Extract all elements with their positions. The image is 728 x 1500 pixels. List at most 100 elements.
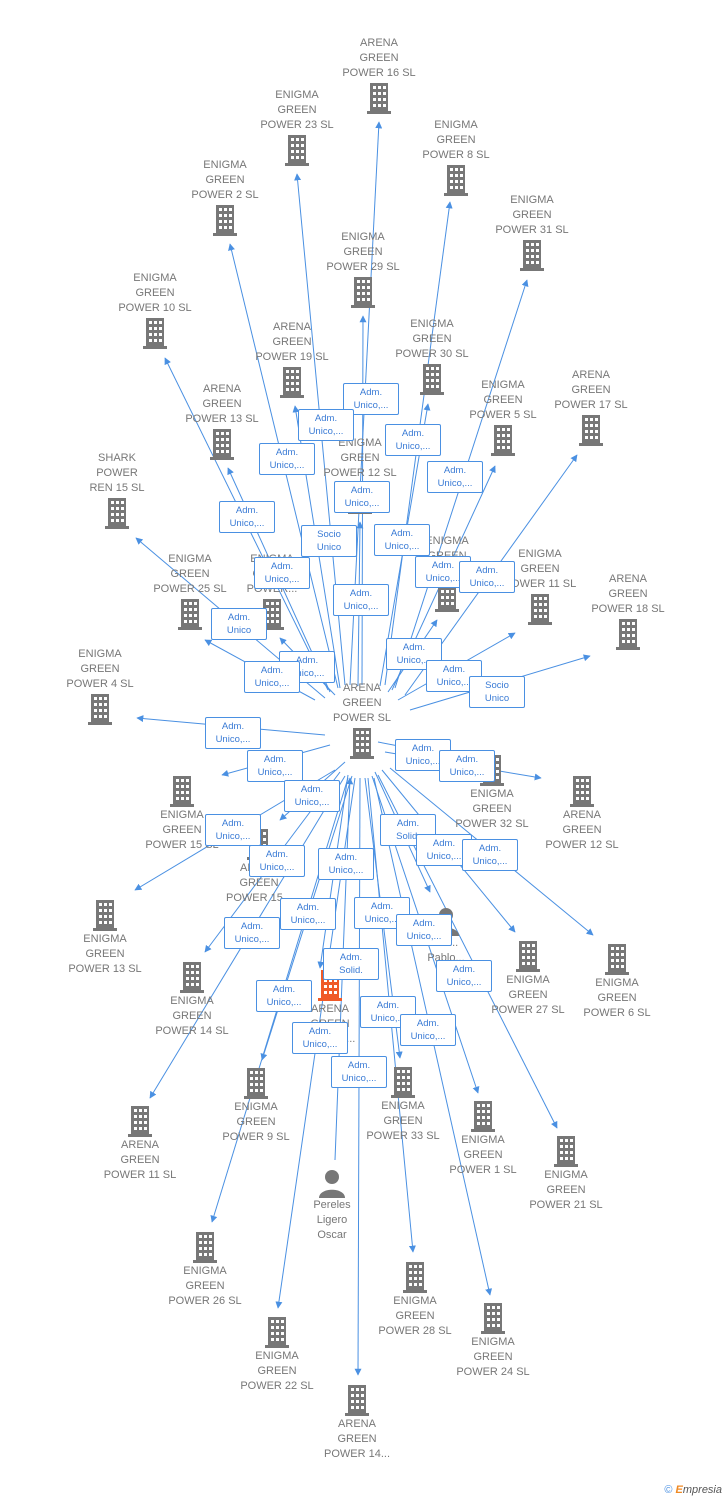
relation-badge[interactable]: Adm. Unico,...	[244, 661, 300, 693]
building-icon	[444, 165, 468, 196]
node-label: ENIGMA GREEN POWER 26 SL	[168, 1265, 242, 1307]
company-node[interactable]: ENIGMA GREEN POWER 6 SL	[552, 942, 682, 1021]
relation-badge[interactable]: Adm. Unico,...	[247, 750, 303, 782]
company-node[interactable]: ENIGMA GREEN POWER 26 SL	[140, 1230, 270, 1309]
relation-badge[interactable]: Adm. Unico,...	[400, 1014, 456, 1046]
node-label: ARENA GREEN POWER 17 SL	[554, 369, 628, 411]
node-label: ENIGMA GREEN POWER 4 SL	[66, 648, 134, 690]
company-node[interactable]: ARENA GREEN POWER 14...	[292, 1383, 422, 1462]
center-company-label: ARENA GREEN POWER SL	[332, 682, 392, 724]
company-node[interactable]: ARENA GREEN POWER 16 SL	[314, 36, 444, 115]
company-node[interactable]: ENIGMA GREEN POWER 23 SL	[232, 88, 362, 167]
company-node[interactable]: ENIGMA GREEN POWER 30 SL	[367, 317, 497, 396]
building-icon	[616, 619, 640, 650]
company-node[interactable]: ENIGMA GREEN POWER 22 SL	[212, 1315, 342, 1394]
relation-badge[interactable]: Adm. Unico,...	[374, 524, 430, 556]
relation-badge[interactable]: Adm. Unico,...	[280, 898, 336, 930]
relation-badge[interactable]: Adm. Unico,...	[396, 914, 452, 946]
relation-badge[interactable]: Adm. Unico	[211, 608, 267, 640]
building-icon	[193, 1232, 217, 1263]
company-node[interactable]: ENIGMA GREEN POWER 33 SL	[338, 1065, 468, 1144]
company-node[interactable]: ARENA GREEN POWER 13 SL	[157, 382, 287, 461]
building-icon	[471, 1101, 495, 1132]
relation-badge[interactable]: Adm. Unico,...	[256, 980, 312, 1012]
relation-badge[interactable]: Adm. Unico,...	[292, 1022, 348, 1054]
company-node[interactable]: ENIGMA GREEN POWER 24 SL	[428, 1301, 558, 1380]
relation-badge[interactable]: Adm. Unico,...	[436, 960, 492, 992]
company-node[interactable]: ARENA GREEN POWER 19 SL	[227, 320, 357, 399]
company-node[interactable]: ARENA GREEN POWER 17 SL	[526, 368, 656, 447]
building-icon	[285, 135, 309, 166]
node-label: ENIGMA GREEN POWER 24 SL	[456, 1336, 530, 1378]
relation-badge[interactable]: Adm. Unico,...	[459, 561, 515, 593]
relation-badge[interactable]: Adm. Solid.	[323, 948, 379, 980]
relation-badge[interactable]: Adm. Unico,...	[343, 383, 399, 415]
company-node[interactable]: SHARK POWER REN 15 SL	[52, 451, 182, 530]
relation-badge[interactable]: Adm. Unico,...	[318, 848, 374, 880]
relation-badge[interactable]: Adm. Unico,...	[462, 839, 518, 871]
company-node[interactable]: ENIGMA GREEN POWER 13 SL	[40, 898, 170, 977]
node-label: ARENA GREEN POWER 16 SL	[342, 37, 416, 79]
company-node[interactable]: ENIGMA GREEN POWER 8 SL	[391, 118, 521, 197]
building-icon	[351, 277, 375, 308]
relation-badge[interactable]: Adm. Unico,...	[259, 443, 315, 475]
brand-logo-initial: E	[675, 1484, 683, 1496]
building-icon	[105, 498, 129, 529]
company-node[interactable]: ENIGMA GREEN POWER 2 SL	[160, 158, 290, 237]
relation-badge[interactable]: Adm. Unico,...	[205, 717, 261, 749]
relation-badge[interactable]: Adm. Unico,...	[385, 424, 441, 456]
building-icon	[210, 429, 234, 460]
relation-badge[interactable]: Adm. Unico,...	[331, 1056, 387, 1088]
building-icon	[350, 728, 374, 759]
company-node[interactable]: ENIGMA GREEN POWER 5 SL	[438, 378, 568, 457]
node-label: ARENA GREEN POWER 13 SL	[185, 383, 259, 425]
company-node[interactable]: ENIGMA GREEN POWER 27 SL	[463, 939, 593, 1018]
company-node[interactable]: ENIGMA GREEN POWER 9 SL	[191, 1066, 321, 1145]
relation-badge[interactable]: Socio Unico	[469, 676, 525, 708]
relation-badge[interactable]: Adm. Unico,...	[386, 638, 442, 670]
relation-badge[interactable]: Adm. Unico,...	[427, 461, 483, 493]
company-node[interactable]: ENIGMA GREEN POWER 14 SL	[127, 960, 257, 1039]
building-icon	[435, 581, 459, 612]
relation-badge[interactable]: Adm. Unico,...	[333, 584, 389, 616]
company-node[interactable]: ARENA GREEN POWER 11 SL	[75, 1104, 205, 1183]
company-node[interactable]: ENIGMA GREEN POWER 1 SL	[418, 1099, 548, 1178]
node-label: ENIGMA GREEN POWER 25 SL	[153, 553, 227, 595]
building-icon	[528, 594, 552, 625]
node-label: ENIGMA GREEN POWER 29 SL	[326, 231, 400, 273]
company-node[interactable]: ENIGMA GREEN POWER 4 SL	[35, 647, 165, 726]
relation-badge[interactable]: Adm. Unico,...	[254, 557, 310, 589]
relation-badge[interactable]: Adm. Unico,...	[439, 750, 495, 782]
footer-brand: © Empresia	[664, 1484, 722, 1496]
relation-badge[interactable]: Adm. Unico,...	[334, 481, 390, 513]
company-node[interactable]: ARENA GREEN POWER 12 SL	[517, 774, 647, 853]
company-node[interactable]: ARENA GREEN POWER 18 SL	[563, 572, 693, 651]
company-node[interactable]: ENIGMA GREEN POWER 31 SL	[467, 193, 597, 272]
company-node[interactable]: ENIGMA GREEN POWER 10 SL	[90, 271, 220, 350]
building-icon	[367, 83, 391, 114]
node-label: ENIGMA GREEN POWER 2 SL	[191, 159, 259, 201]
node-label: ARENA GREEN POWER 12 SL	[545, 809, 619, 851]
building-icon	[554, 1136, 578, 1167]
center-company-node[interactable]: ARENA GREEN POWER SL	[297, 681, 427, 760]
company-node[interactable]: ENIGMA GREEN POWER 29 SL	[298, 230, 428, 309]
relation-badge[interactable]: Adm. Unico,...	[219, 501, 275, 533]
copyright-icon: ©	[664, 1484, 673, 1496]
node-label: ARENA GREEN POWER 11 SL	[103, 1139, 177, 1181]
company-node[interactable]: ENIGMA GREEN POWER 21 SL	[501, 1134, 631, 1213]
company-node[interactable]: ENIGMA GREEN POWER 28 SL	[350, 1260, 480, 1339]
relation-badge[interactable]: Socio Unico	[301, 525, 357, 557]
relation-badge[interactable]: Adm. Unico,...	[205, 814, 261, 846]
person-node[interactable]: Pereles Ligero Oscar	[267, 1168, 397, 1243]
node-label: Pereles Ligero Oscar	[313, 1199, 351, 1241]
relation-badge[interactable]: Adm. Unico,...	[249, 845, 305, 877]
relation-badge[interactable]: Adm. Unico,...	[298, 409, 354, 441]
relation-badge[interactable]: Adm. Unico,...	[284, 780, 340, 812]
relation-badge[interactable]: Adm. Unico,...	[224, 917, 280, 949]
building-icon	[391, 1067, 415, 1098]
building-icon	[280, 367, 304, 398]
company-node[interactable]: ENIGMA GREEN POWER 25 SL	[125, 552, 255, 631]
node-label: ENIGMA GREEN POWER 22 SL	[240, 1350, 314, 1392]
node-label: ENIGMA GREEN POWER 8 SL	[422, 119, 490, 161]
building-icon	[128, 1106, 152, 1137]
